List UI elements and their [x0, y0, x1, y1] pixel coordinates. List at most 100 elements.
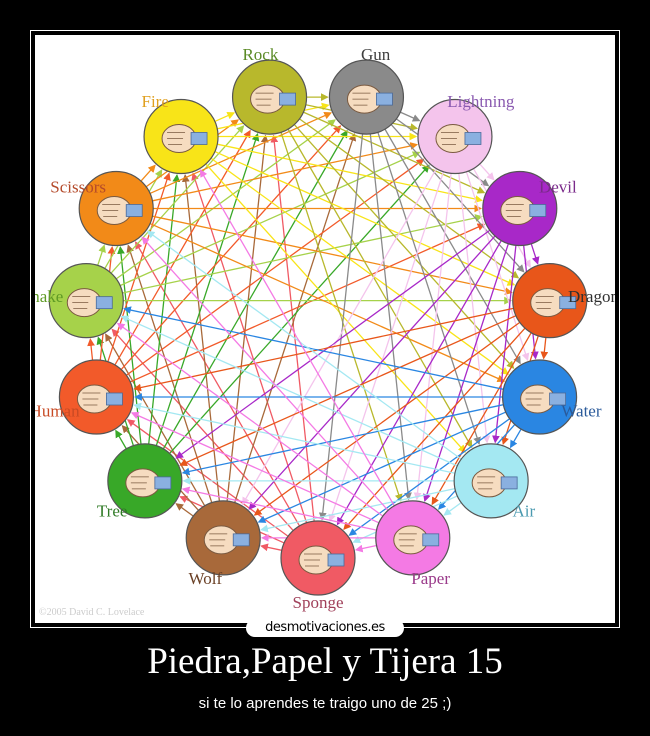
arrow-human-beats-lightning [125, 158, 425, 376]
arrow-rock-beats-paper [280, 132, 403, 503]
arrow-scissors-beats-dragon [152, 215, 513, 295]
hand-icon [346, 84, 393, 114]
arrow-paper-beats-sponge [354, 544, 377, 553]
arrow-gun-beats-sponge [318, 133, 364, 521]
gesture-water: Water [501, 359, 602, 435]
hand-icon [520, 384, 566, 414]
arrow-tree-beats-scissors [117, 245, 142, 445]
gesture-label: Water [561, 402, 601, 421]
arrow-air-beats-paper [443, 502, 462, 516]
arrow-devil-beats-wolf [248, 235, 496, 510]
gesture-devil: Devil [482, 170, 577, 247]
poster-title: Piedra,Papel y Tijera 15 [147, 641, 503, 682]
arrow-rock-beats-air [287, 128, 473, 449]
arrow-water-beats-tree [181, 404, 504, 476]
arrow-paper-beats-tree [181, 486, 377, 531]
arrow-dragon-beats-paper [431, 332, 532, 506]
arrow-fire-beats-air [205, 163, 466, 453]
hand-icon [203, 525, 250, 555]
arrow-sponge-beats-rock [270, 134, 315, 522]
rps15-diagram: Sponge Wolf Tree Human Snake Scissors Fire Rock… [35, 35, 615, 623]
hand-icon [298, 545, 345, 575]
gesture-gun: Gun [328, 45, 405, 135]
arrow-rock-beats-water [293, 124, 515, 369]
hand-icon [76, 384, 123, 414]
arrow-air-beats-snake [120, 315, 458, 467]
gesture-dragon: Dragon [512, 263, 615, 339]
arrow-water-beats-sponge [348, 418, 511, 536]
arrow-lightning-beats-wolf [242, 168, 438, 506]
gesture-sponge: Sponge [280, 520, 356, 612]
gesture-label: Gun [361, 45, 391, 64]
arrow-human-beats-snake [87, 338, 95, 361]
arrow-dragon-beats-tree [179, 315, 517, 466]
gesture-label: Devil [539, 178, 577, 197]
gesture-label: Human [35, 402, 80, 421]
poster-subtitle: si te lo aprendes te traigo uno de 25 ;) [198, 695, 452, 712]
arrow-tree-beats-rock [155, 132, 260, 446]
hand-icon [66, 288, 113, 318]
arrow-water-beats-snake [123, 306, 504, 390]
site-logo[interactable]: desmotivaciones.es [246, 619, 404, 637]
arrow-lightning-beats-devil [479, 163, 495, 181]
hand-icon [500, 196, 547, 225]
beats-arrows [87, 93, 549, 553]
arrow-wolf-beats-tree [175, 503, 194, 517]
arrow-water-beats-wolf [257, 411, 507, 523]
credit-watermark: ©2005 David C. Lovelace [39, 607, 145, 618]
gesture-lightning: Lightning [417, 92, 515, 175]
arrow-dragon-beats-human [133, 307, 514, 392]
arrow-sponge-beats-scissors [135, 241, 301, 527]
arrow-tree-beats-human [115, 429, 127, 450]
gesture-label: Tree [97, 501, 128, 520]
gesture-tree: Tree [97, 443, 183, 520]
gesture-scissors: Scissors [50, 170, 154, 247]
hand-icon [435, 123, 482, 153]
arrow-snake-beats-lightning [119, 151, 421, 287]
arrow-human-beats-gun [120, 125, 342, 370]
arrow-paper-beats-snake [116, 322, 384, 517]
gesture-wolf: Wolf [185, 500, 261, 588]
arrow-scissors-beats-fire [140, 164, 156, 182]
gesture-label: Lightning [447, 92, 515, 111]
hand-icon [125, 468, 172, 498]
arrow-sponge-beats-fire [191, 172, 308, 524]
arrow-wolf-beats-gun [234, 132, 357, 503]
arrow-gun-beats-lightning [399, 111, 421, 122]
hand-icon [530, 288, 577, 318]
gesture-label: Sponge [293, 593, 344, 612]
arrow-snake-beats-rock [110, 125, 245, 274]
hand-icon [161, 123, 208, 153]
arrow-scissors-beats-gun [149, 112, 333, 195]
hand-icon [471, 468, 518, 498]
hand-icon [96, 196, 143, 225]
gesture-human: Human [35, 359, 135, 435]
gesture-rock: Rock [231, 45, 308, 135]
gesture-snake: Snake [35, 263, 124, 339]
gesture-air: Air [453, 443, 536, 520]
arrow-paper-beats-scissors [141, 236, 389, 511]
arrow-scissors-beats-water [149, 222, 506, 383]
arrow-snake-beats-devil [122, 214, 483, 294]
gesture-label: Dragon [568, 287, 615, 306]
arrow-air-beats-wolf [260, 487, 456, 533]
arrow-paper-beats-fire [199, 169, 395, 507]
arrow-water-beats-air [510, 428, 522, 449]
gesture-paper: Paper [375, 500, 451, 588]
arrow-fire-beats-rock [214, 112, 236, 123]
gesture-label: Wolf [189, 569, 223, 588]
arrow-gun-beats-paper [369, 133, 412, 501]
arrow-paper-beats-human [130, 411, 380, 524]
arrow-devil-beats-dragon [530, 243, 540, 265]
arrow-gun-beats-air [377, 132, 481, 446]
arrow-dragon-beats-water [540, 337, 549, 360]
hand-icon [250, 84, 296, 114]
arrow-devil-beats-tree [175, 229, 491, 459]
gesture-label: Rock [242, 45, 278, 64]
arrow-wolf-beats-fire [181, 173, 221, 502]
gesture-label: Fire [141, 92, 168, 111]
arrow-fire-beats-dragon [214, 150, 516, 286]
center-hole [294, 301, 342, 349]
gesture-label: Air [513, 501, 536, 520]
gesture-fire: Fire [141, 92, 219, 175]
